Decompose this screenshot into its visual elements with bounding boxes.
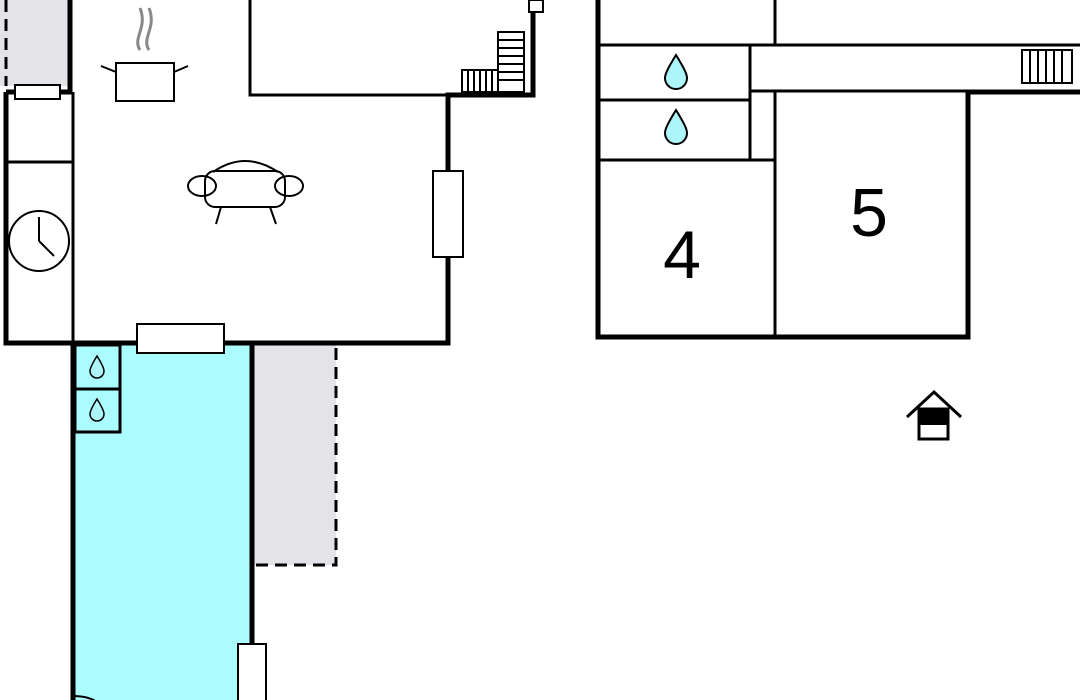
cooking-pot-icon	[100, 7, 189, 102]
sofa-icon	[187, 160, 304, 225]
entrance-house-icon	[905, 389, 963, 441]
room-label-4: 4	[663, 217, 701, 293]
window-right-wall	[432, 170, 464, 258]
terrace-outline-right	[252, 348, 338, 567]
upper-room-wall	[248, 0, 448, 97]
window-bottom	[136, 323, 225, 354]
stairs-icon	[1021, 49, 1073, 84]
window-top-left	[14, 84, 61, 100]
pool-door-arc	[72, 695, 96, 700]
water-drop-icon	[663, 53, 689, 90]
clock-icon	[8, 210, 70, 272]
bathroom-walls	[598, 45, 775, 162]
water-drop-icon	[89, 354, 105, 379]
right-building-outer-wall	[595, 0, 1080, 340]
small-post	[528, 0, 544, 13]
corridor-wall	[750, 89, 968, 337]
water-drop-icon	[89, 397, 105, 422]
pool-area	[73, 345, 252, 700]
terrace-right-of-pool	[252, 345, 336, 565]
room-label-5: 5	[850, 175, 888, 251]
stairs-icon	[461, 31, 525, 93]
pool-window	[237, 643, 267, 700]
terrace-top-left	[0, 0, 70, 86]
water-drop-icon	[663, 108, 689, 145]
